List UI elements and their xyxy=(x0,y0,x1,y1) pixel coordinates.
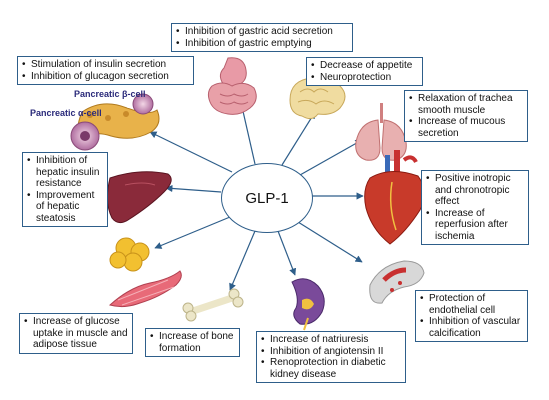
effect-box-vessel: Protection of endothelial cell Inhibitio… xyxy=(415,290,528,342)
liver-icon xyxy=(106,171,172,224)
arrow-bone xyxy=(229,230,256,291)
arrows xyxy=(149,97,364,291)
effect-item: Increase of bone formation xyxy=(150,331,235,354)
effect-box-liver: Inhibition of hepatic insulin resistance… xyxy=(22,152,108,227)
lung-icon xyxy=(355,103,407,161)
pancreas-illustration xyxy=(70,93,160,151)
adipose-icon xyxy=(109,237,150,272)
effect-item: Neuroprotection xyxy=(311,72,418,84)
heart-icon xyxy=(364,150,425,245)
beta-cell-icon xyxy=(132,93,154,115)
effect-item: Positive inotropic and chronotropic effe… xyxy=(426,173,524,208)
arrow-brain xyxy=(281,111,316,166)
kidney-icon xyxy=(291,278,325,331)
effect-item: Inhibition of gastric emptying xyxy=(176,38,348,50)
effect-item: Inhibition of vascular calcification xyxy=(420,316,523,339)
effect-item: Stimulation of insulin secretion xyxy=(22,59,189,71)
stomach-icon xyxy=(207,57,257,115)
arrow-lung xyxy=(299,139,363,176)
bone-icon xyxy=(182,288,244,322)
effect-box-lung: Relaxation of trachea smooth muscle Incr… xyxy=(404,90,528,142)
muscle-icon xyxy=(108,270,182,308)
pancreatic-alpha-cell-label: Pancreatic α-cell xyxy=(30,108,102,118)
effect-box-heart: Positive inotropic and chronotropic effe… xyxy=(421,170,529,245)
effect-box-kidney: Increase of natriuresis Inhibition of an… xyxy=(256,331,406,383)
effect-item: Protection of endothelial cell xyxy=(420,293,523,316)
effect-item: Improvement of hepatic steatosis xyxy=(27,190,103,225)
effect-box-muscle: Increase of glucose uptake in muscle and… xyxy=(19,313,133,354)
effect-item: Inhibition of gastric acid secretion xyxy=(176,26,348,38)
glp1-hub: GLP-1 xyxy=(221,163,313,233)
effect-item: Inhibition of hepatic insulin resistance xyxy=(27,155,103,190)
effect-item: Relaxation of trachea smooth muscle xyxy=(409,93,523,116)
effect-item: Decrease of appetite xyxy=(311,60,418,72)
effect-item: Inhibition of glucagon secretion xyxy=(22,71,189,83)
hub-label: GLP-1 xyxy=(245,189,289,207)
arrow-pancreas xyxy=(149,131,233,173)
effect-item: Renoprotection in diabetic kidney diseas… xyxy=(261,357,401,380)
arrow-vessel xyxy=(297,221,363,263)
blood-vessel-icon xyxy=(369,260,425,304)
effect-box-pancreas: Stimulation of insulin secretion Inhibit… xyxy=(17,56,194,85)
effect-item: Increase of natriuresis xyxy=(261,334,401,346)
pancreatic-beta-cell-label: Pancreatic β-cell xyxy=(74,89,146,99)
effect-box-bone: Increase of bone formation xyxy=(145,328,240,357)
effect-item: Increase of glucose uptake in muscle and… xyxy=(24,316,128,351)
effect-item: Inhibition of angiotensin II xyxy=(261,346,401,358)
effect-box-gastric: Inhibition of gastric acid secretion Inh… xyxy=(171,23,353,52)
effect-item: Increase of mucous secretion xyxy=(409,116,523,139)
effect-item: Increase of reperfusion after ischemia xyxy=(426,208,524,243)
effect-box-brain: Decrease of appetite Neuroprotection xyxy=(306,57,423,86)
arrow-kidney xyxy=(277,230,297,276)
arrow-liver xyxy=(165,184,222,193)
arrow-fat xyxy=(154,216,231,249)
